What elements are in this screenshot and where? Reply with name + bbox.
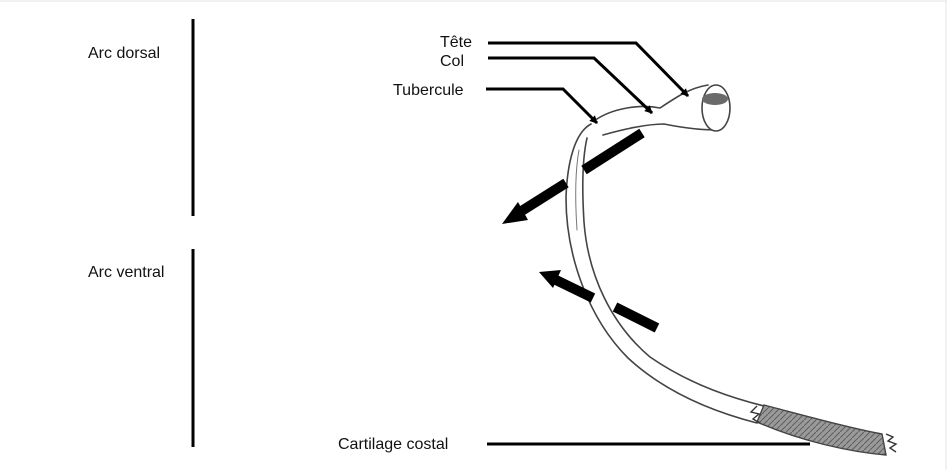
upper-arrow-head (502, 202, 528, 224)
head-leader-arrow (488, 41, 690, 98)
neck-label: Col (440, 53, 464, 70)
lower-arrow-head (539, 270, 561, 288)
tubercle-label: Tubercule (393, 82, 464, 99)
ventral-arc-label: Arc ventral (88, 264, 164, 281)
neck-leader-arrow (488, 56, 654, 115)
lower-arrow-tail (612, 302, 660, 333)
costal-cartilage-label: Cartilage costal (338, 436, 448, 453)
head-label: Tête (440, 34, 472, 51)
costal-cartilage-shape (749, 404, 898, 456)
upper-arrow-shaft (517, 178, 569, 217)
rib-head-articular-facet (702, 93, 728, 105)
motion-arrows (502, 128, 660, 333)
dorsal-arc-label: Arc dorsal (88, 45, 160, 62)
rib-head-shape (701, 84, 731, 132)
upper-arrow-tail (581, 128, 645, 175)
rib-outline (565, 84, 765, 424)
lower-arrow-shaft (553, 275, 596, 303)
tubercle-leader-arrow (486, 87, 599, 125)
